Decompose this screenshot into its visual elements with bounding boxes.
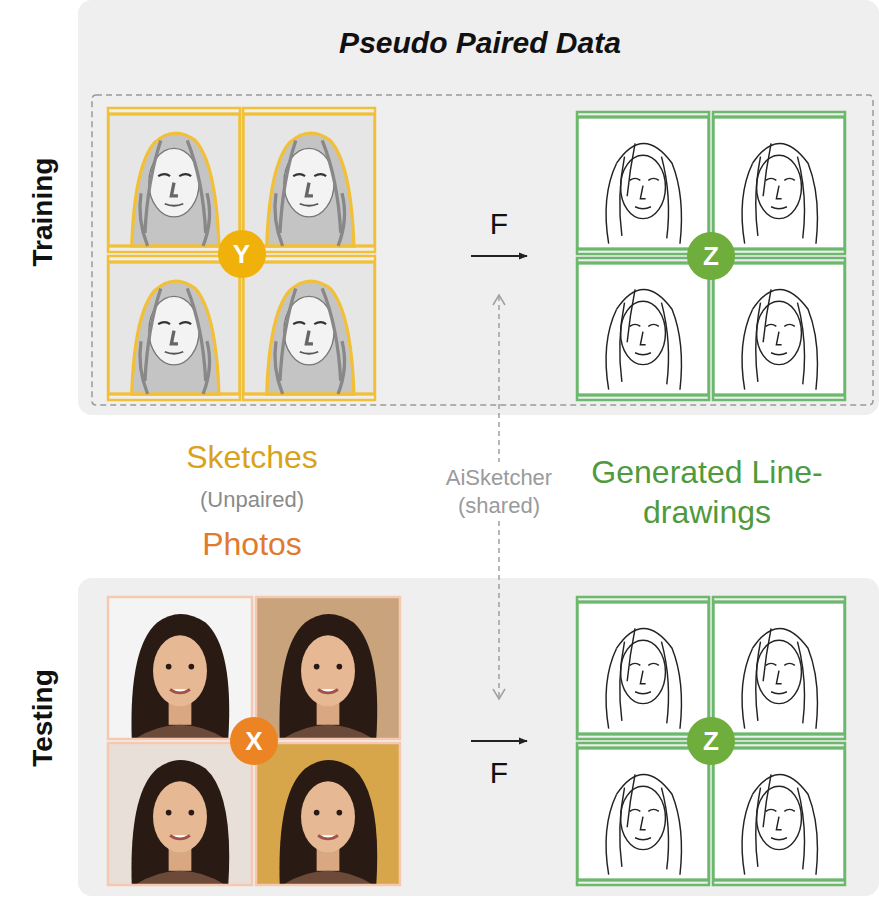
line-drawing-images [577, 597, 845, 885]
badge-letter: Y [227, 239, 256, 270]
edge-label: F [490, 207, 508, 241]
label-text: Sketches [186, 437, 318, 477]
diagram-title: Pseudo Paired Data [339, 26, 621, 60]
flow-arrow [471, 740, 527, 742]
edge-label: F [490, 756, 508, 790]
panel-heading: Training [27, 158, 58, 267]
letter-badge: Z [687, 717, 735, 765]
line-drawing-images [577, 112, 845, 400]
label-text: Photos [202, 524, 302, 564]
label-text: AiSketcher (shared) [424, 462, 574, 521]
dashed-group-box [92, 95, 873, 405]
flow-arrow [471, 255, 527, 257]
label-text: Generated Line-drawings [567, 452, 847, 532]
letter-badge: X [230, 717, 278, 765]
letter-badge: Z [687, 232, 735, 280]
badge-letter: X [239, 726, 268, 757]
badge-letter: Z [697, 241, 725, 272]
panel-heading-holder: Training [27, 158, 59, 267]
photo-images [108, 597, 400, 885]
letter-badge: Y [218, 230, 266, 278]
label-text: (Unpaired) [200, 486, 304, 514]
badge-letter: Z [697, 726, 725, 757]
panel-heading: Testing [27, 669, 58, 766]
panel-heading-holder: Testing [27, 669, 59, 766]
sketch-images [108, 108, 375, 400]
